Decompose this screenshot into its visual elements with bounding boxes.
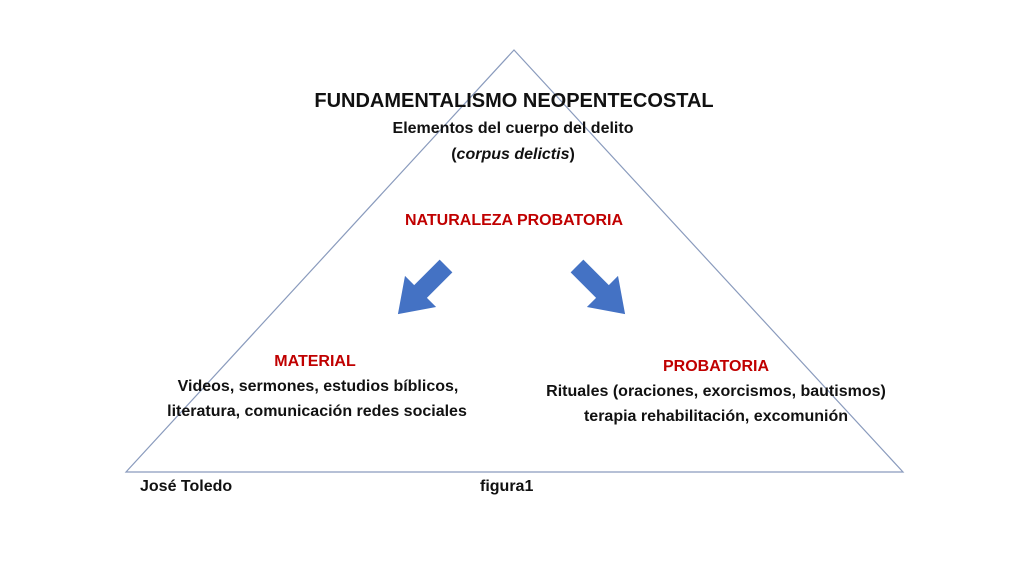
paren-open: ( <box>451 146 457 163</box>
figure-label: figura1 <box>480 478 534 495</box>
diagram-title: FUNDAMENTALISMO NEOPENTECOSTAL <box>314 90 714 112</box>
center-label: NATURALEZA PROBATORIA <box>404 212 624 229</box>
arrow-down-left-icon <box>397 259 453 315</box>
author-credit: José Toledo <box>140 478 233 495</box>
left-line-1: Videos, sermones, estudios bíblicos, <box>177 378 459 395</box>
paren-close: ) <box>569 146 575 163</box>
right-heading: PROBATORIA <box>662 358 770 375</box>
left-heading: MATERIAL <box>274 353 356 370</box>
diagram-subtitle: Elementos del cuerpo del delito <box>392 120 634 137</box>
arrow-down-right-icon <box>570 259 626 315</box>
corpus-delictis-note: (corpus delictis) <box>451 146 575 164</box>
left-line-2: literatura, comunicación redes sociales <box>167 403 467 420</box>
right-line-1: Rituales (oraciones, exorcismos, bautism… <box>546 383 886 400</box>
right-line-2: terapia rehabilitación, excomunión <box>583 408 849 425</box>
pyramid-triangle <box>124 49 905 473</box>
corpus-delictis-text: corpus delictis <box>456 146 570 163</box>
